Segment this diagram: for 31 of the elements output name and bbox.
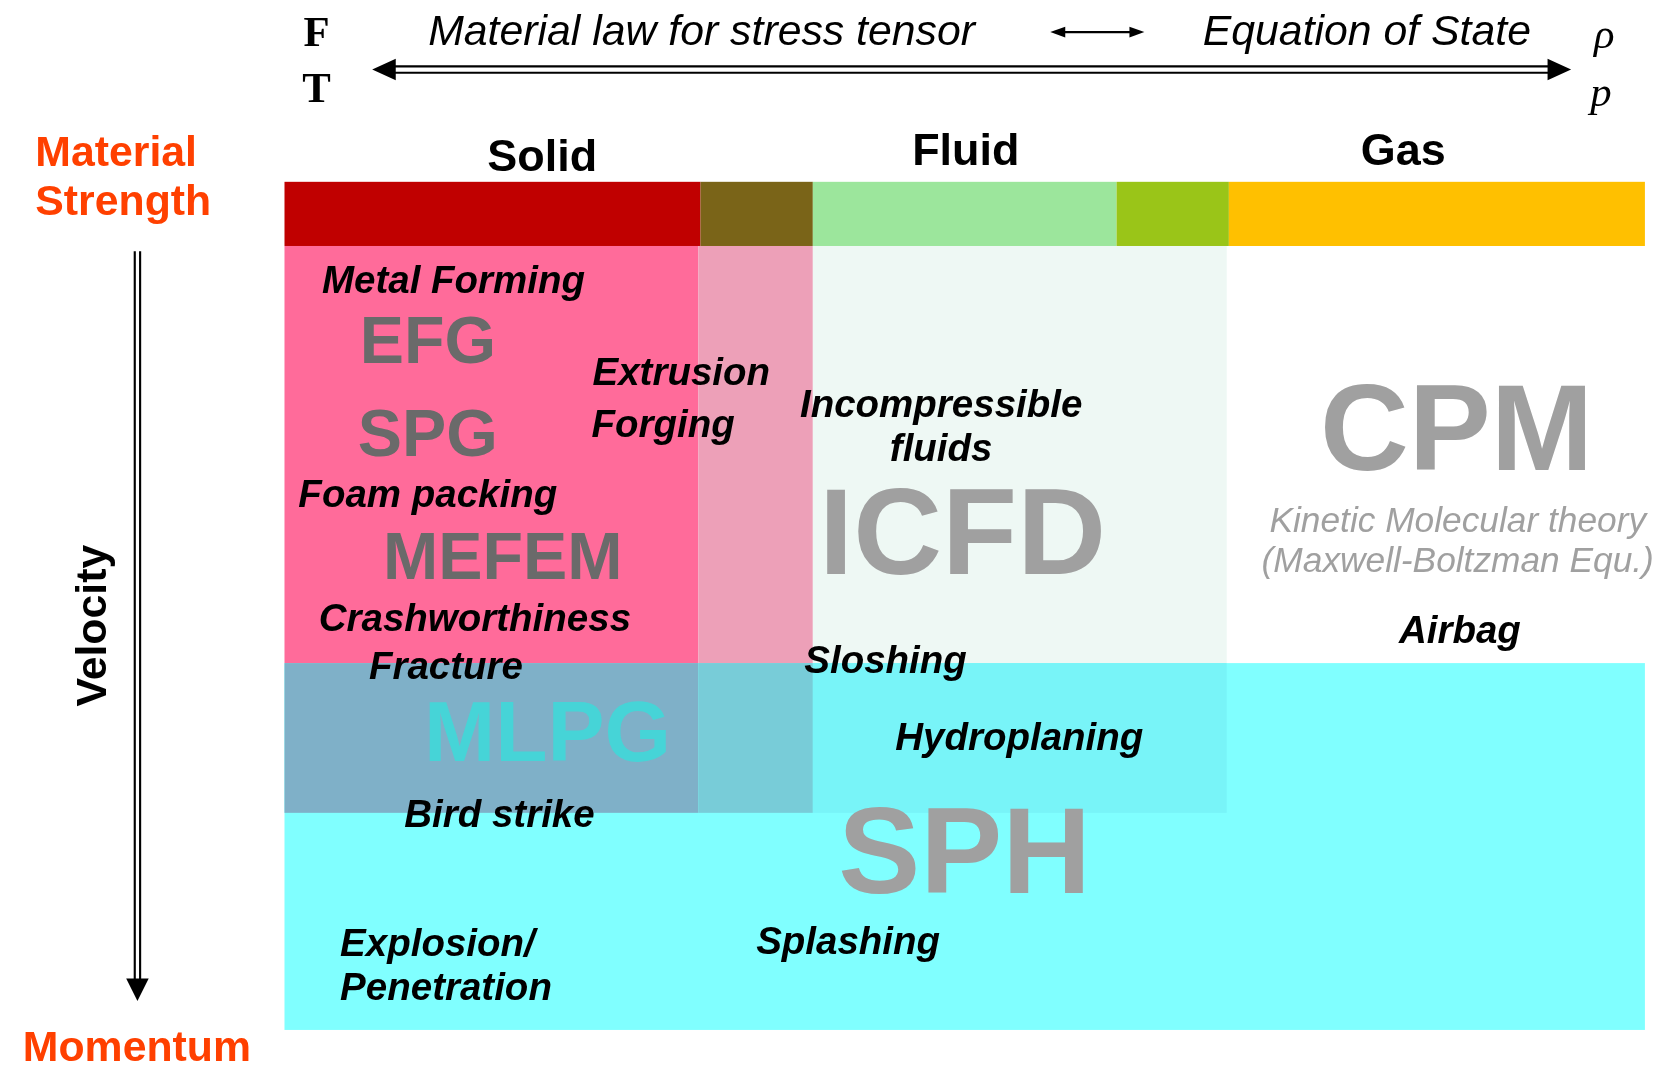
symbol-label: ρ xyxy=(1594,9,1615,59)
axis-label: Material Strength xyxy=(35,126,213,225)
application-label: Sloshing xyxy=(804,637,967,682)
axis-label: Material law for stress tensor xyxy=(428,5,975,55)
application-label: Incompressible fluids xyxy=(798,381,1084,470)
application-label: Explosion/ Penetration xyxy=(340,920,553,1009)
application-label: Extrusion xyxy=(592,350,771,395)
method-label: MLPG xyxy=(424,683,672,782)
theory-label: Kinetic Molecular theory (Maxwell-Boltzman Equ.) xyxy=(1260,499,1655,581)
application-label: Metal Forming xyxy=(321,258,586,303)
method-label: SPH xyxy=(838,788,1092,912)
axis-label: Momentum xyxy=(22,1021,251,1067)
method-label: CPM xyxy=(1320,366,1594,490)
method-label: ICFD xyxy=(819,470,1107,594)
method-label: SPG xyxy=(357,395,498,472)
application-label: Hydroplaning xyxy=(895,714,1144,760)
method-label: EFG xyxy=(359,302,496,379)
phase-label: Gas xyxy=(1360,123,1446,176)
symbol-label: F xyxy=(303,7,330,57)
axis-label: Equation of State xyxy=(1202,5,1531,55)
axis-label: Velocity xyxy=(66,544,116,707)
method-label: MEFEM xyxy=(382,518,623,595)
application-label: Crashworthiness xyxy=(318,596,632,641)
phase-label: Solid xyxy=(487,130,598,182)
phase-label: Fluid xyxy=(912,123,1020,176)
symbol-label: T xyxy=(302,63,331,113)
application-label: Forging xyxy=(591,401,735,446)
application-label: Foam packing xyxy=(298,472,558,517)
application-label: Airbag xyxy=(1398,607,1521,653)
application-label: Bird strike xyxy=(404,791,595,837)
application-label: Splashing xyxy=(756,919,941,964)
